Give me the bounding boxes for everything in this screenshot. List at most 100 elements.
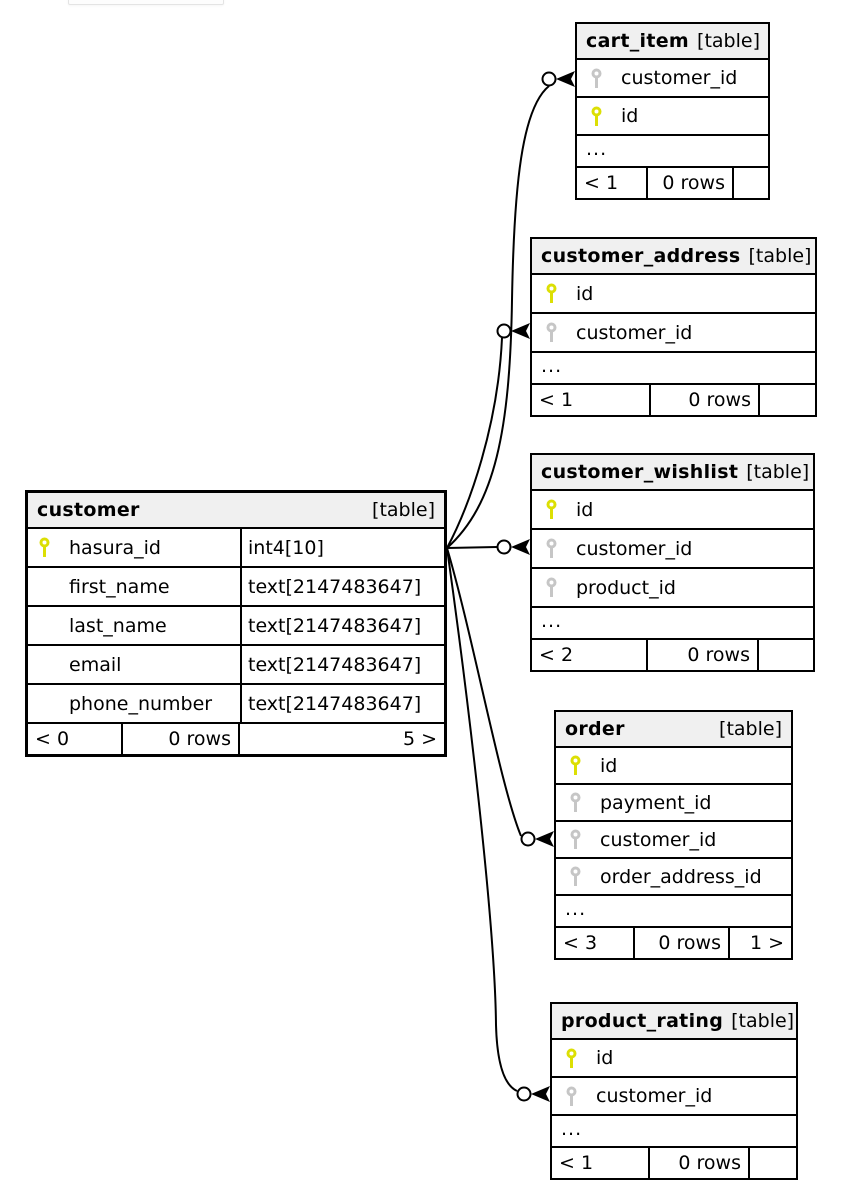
footer-parents-count — [750, 1148, 796, 1178]
table-order[interactable]: order [table] id payment_id customer_id … — [554, 710, 793, 960]
footer-children-count: < 2 — [539, 644, 574, 666]
table-footer: < 3 0 rows 1 > — [556, 928, 791, 958]
column-name: order_address_id — [600, 865, 762, 888]
primary-key-icon — [569, 755, 582, 776]
column-type: text[2147483647] — [240, 568, 444, 605]
table-header: product_rating [table] — [552, 1004, 796, 1040]
table-footer: < 2 0 rows — [532, 640, 813, 670]
ellipsis-row: ... — [556, 896, 791, 928]
column-row: id — [577, 98, 768, 136]
footer-parents-count — [734, 168, 768, 198]
table-header: cart_item [table] — [577, 24, 768, 60]
column-name: payment_id — [600, 791, 712, 814]
primary-key-icon — [545, 283, 558, 304]
column-type: text[2147483647] — [240, 685, 444, 722]
foreign-key-icon — [569, 829, 582, 850]
table-tag: [table] — [748, 245, 812, 267]
table-customer_address[interactable]: customer_address [table] id customer_id … — [530, 237, 817, 417]
table-tag: [table] — [697, 30, 760, 52]
column-name: product_id — [576, 576, 676, 599]
footer-row-count: 0 rows — [646, 640, 759, 670]
column-row: customer_id — [577, 60, 768, 98]
table-header: customer_address [table] — [532, 239, 815, 275]
column-row: id — [556, 748, 791, 785]
column-row: customer_id — [556, 822, 791, 859]
table-footer: < 1 0 rows — [552, 1148, 796, 1178]
foreign-key-icon — [545, 538, 558, 559]
footer-row-count: 0 rows — [121, 724, 240, 754]
column-name: customer_id — [576, 537, 693, 560]
column-row: email text[2147483647] — [28, 646, 444, 685]
column-type: text[2147483647] — [240, 646, 444, 683]
footer-children-count: < 3 — [563, 932, 598, 954]
foreign-key-icon — [569, 792, 582, 813]
primary-key-icon — [545, 499, 558, 520]
table-header: customer_wishlist [table] — [532, 455, 813, 491]
table-customer_wishlist[interactable]: customer_wishlist [table] id customer_id… — [530, 453, 815, 672]
column-name: hasura_id — [69, 536, 161, 559]
footer-row-count: 0 rows — [648, 1148, 750, 1178]
column-name: id — [600, 754, 618, 777]
column-name: customer_id — [621, 67, 738, 89]
column-row: id — [552, 1040, 796, 1078]
table-header: order [table] — [556, 712, 791, 748]
foreign-key-icon — [590, 68, 603, 89]
column-row: hasura_id int4[10] — [28, 529, 444, 568]
column-row: first_name text[2147483647] — [28, 568, 444, 607]
footer-children-count: < 1 — [584, 172, 619, 194]
column-name: first_name — [69, 575, 170, 598]
column-row: id — [532, 491, 813, 530]
table-product_rating[interactable]: product_rating [table] id customer_id ..… — [550, 1002, 798, 1180]
table-name: order — [565, 718, 625, 740]
table-customer[interactable]: customer [table] hasura_id int4[10] firs… — [25, 490, 447, 757]
footer-row-count: 0 rows — [646, 168, 734, 198]
column-type: text[2147483647] — [240, 607, 444, 644]
footer-row-count: 0 rows — [649, 385, 760, 415]
table-tag: [table] — [719, 718, 782, 740]
table-footer: < 1 0 rows — [532, 385, 815, 415]
column-row: product_id — [532, 569, 813, 608]
column-name: email — [69, 653, 122, 676]
foreign-key-icon — [545, 577, 558, 598]
column-name: customer_id — [596, 1085, 713, 1107]
column-name: id — [621, 105, 639, 127]
column-row: order_address_id — [556, 859, 791, 896]
primary-key-icon — [590, 106, 603, 127]
table-tag: [table] — [731, 1010, 795, 1032]
column-name: id — [576, 498, 594, 521]
table-name: customer_address — [541, 245, 741, 267]
clipped-tooltip-remnant — [68, 0, 224, 5]
column-row: customer_id — [532, 314, 815, 353]
column-row: payment_id — [556, 785, 791, 822]
foreign-key-icon — [545, 322, 558, 343]
column-name: id — [576, 282, 594, 305]
table-tag: [table] — [746, 461, 810, 483]
primary-key-icon — [38, 537, 51, 558]
foreign-key-icon — [565, 1086, 578, 1107]
edge-customer-customer_address — [446, 323, 530, 549]
footer-parents-count — [759, 640, 813, 670]
column-name: customer_id — [576, 321, 693, 344]
foreign-key-icon — [569, 866, 582, 887]
table-name: customer — [37, 499, 140, 521]
ellipsis-row: ... — [577, 136, 768, 168]
column-name: customer_id — [600, 828, 717, 851]
table-footer: < 1 0 rows — [577, 168, 768, 198]
table-tag: [table] — [372, 499, 435, 521]
column-name: id — [596, 1047, 614, 1069]
column-row: customer_id — [532, 530, 813, 569]
footer-parents-count: 1 > — [749, 932, 784, 954]
column-row: last_name text[2147483647] — [28, 607, 444, 646]
column-type: int4[10] — [240, 529, 444, 566]
primary-key-icon — [565, 1048, 578, 1069]
column-name: phone_number — [69, 692, 213, 715]
footer-row-count: 0 rows — [633, 928, 730, 958]
table-name: cart_item — [586, 30, 690, 52]
table-cart_item[interactable]: cart_item [table] customer_id id ... < 1… — [575, 22, 770, 200]
ellipsis-row: ... — [532, 353, 815, 385]
footer-parents-count: 5 > — [402, 728, 437, 750]
ellipsis-row: ... — [552, 1116, 796, 1148]
table-header: customer [table] — [28, 493, 444, 529]
footer-children-count: < 1 — [559, 1152, 594, 1174]
footer-children-count: < 0 — [35, 728, 70, 750]
